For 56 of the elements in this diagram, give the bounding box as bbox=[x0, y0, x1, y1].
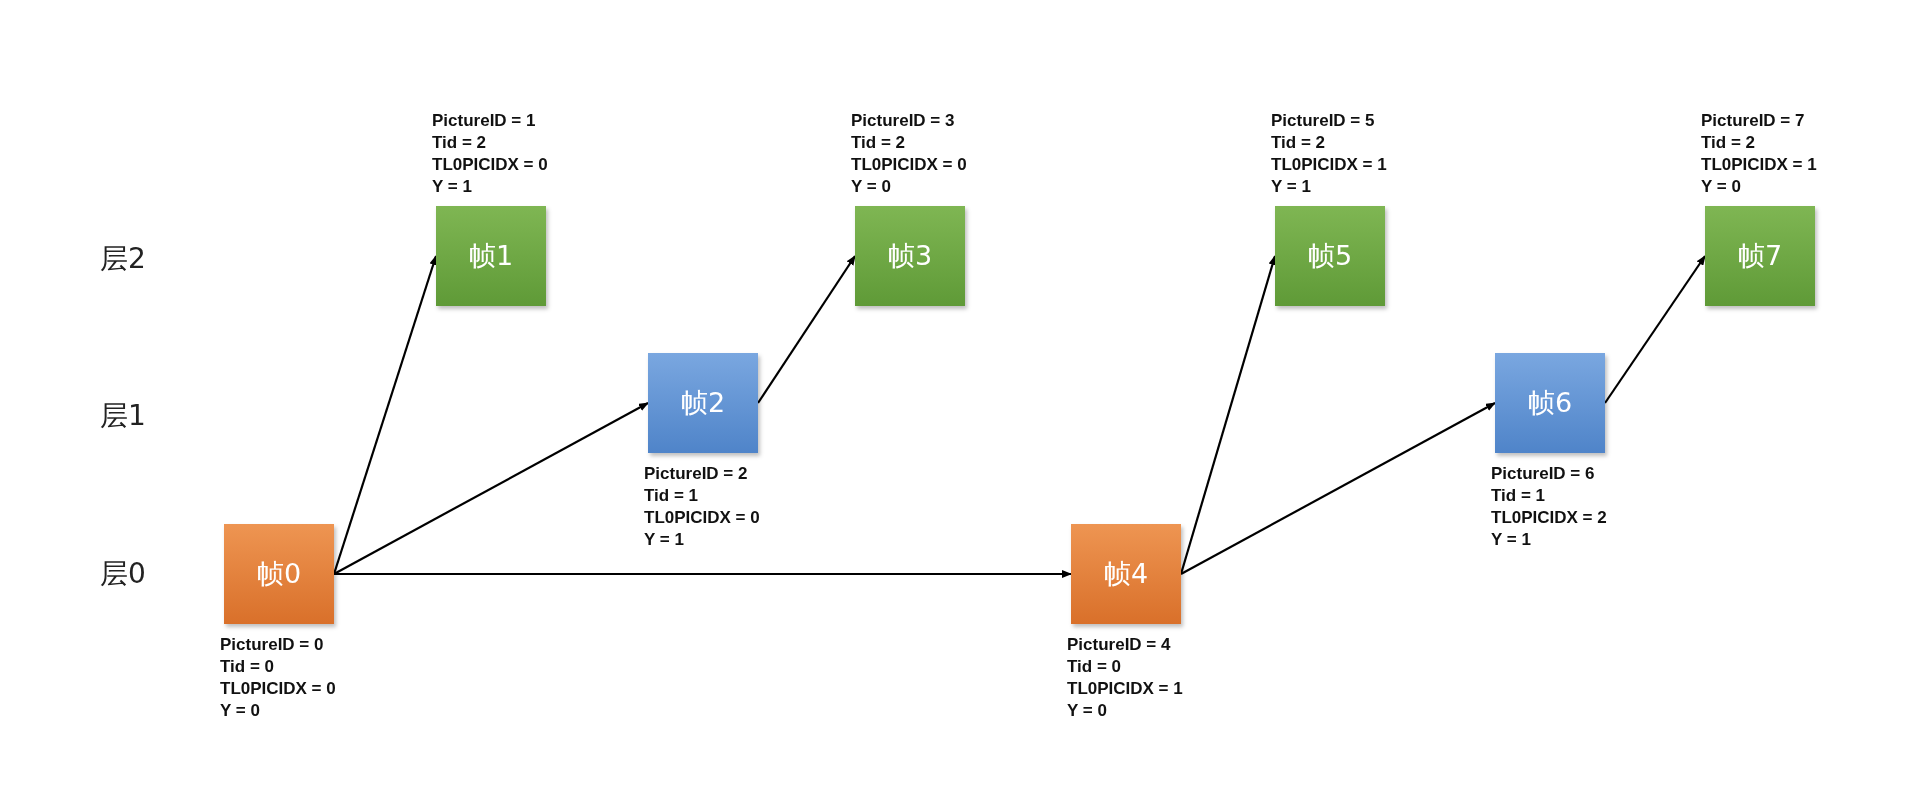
frame-info: Tid = 0 bbox=[220, 656, 274, 678]
frame-info: Tid = 2 bbox=[1271, 132, 1325, 154]
frame-label: 帧1 bbox=[468, 239, 514, 273]
frame-info: TL0PICIDX = 0 bbox=[644, 507, 760, 529]
frame-info: Y = 1 bbox=[432, 176, 472, 198]
frame-info: TL0PICIDX = 0 bbox=[220, 678, 336, 700]
frame-info: Tid = 0 bbox=[1067, 656, 1121, 678]
frame-box bbox=[855, 206, 965, 306]
frame-info: Tid = 1 bbox=[1491, 485, 1545, 507]
frame-box bbox=[224, 524, 334, 624]
arrow bbox=[333, 402, 649, 575]
frame-label: 帧6 bbox=[1527, 386, 1573, 420]
arrow bbox=[757, 255, 856, 404]
frame-info: Tid = 1 bbox=[644, 485, 698, 507]
frame-label: 帧0 bbox=[256, 557, 302, 591]
frame-label: 帧4 bbox=[1103, 557, 1149, 591]
frame-box bbox=[1275, 206, 1385, 306]
frame-info: Tid = 2 bbox=[851, 132, 905, 154]
frame-info: PictureID = 6 bbox=[1491, 463, 1595, 485]
frame-info: PictureID = 2 bbox=[644, 463, 748, 485]
arrow bbox=[1604, 255, 1706, 404]
layer-label: 层1 bbox=[100, 398, 146, 434]
frame-box bbox=[1071, 524, 1181, 624]
frame-info: PictureID = 1 bbox=[432, 110, 536, 132]
frame-box bbox=[1705, 206, 1815, 306]
frame-info: TL0PICIDX = 1 bbox=[1067, 678, 1183, 700]
frame-info: Tid = 2 bbox=[432, 132, 486, 154]
frame-info: Y = 0 bbox=[220, 700, 260, 722]
layer-label: 层0 bbox=[100, 556, 146, 592]
frame-label: 帧5 bbox=[1307, 239, 1353, 273]
frame-info: Y = 1 bbox=[1491, 529, 1531, 551]
frame-info: PictureID = 7 bbox=[1701, 110, 1805, 132]
frame-info: TL0PICIDX = 1 bbox=[1701, 154, 1817, 176]
frame-info: TL0PICIDX = 1 bbox=[1271, 154, 1387, 176]
frame-info: Y = 0 bbox=[851, 176, 891, 198]
frame-info: Y = 0 bbox=[1067, 700, 1107, 722]
frame-info: TL0PICIDX = 0 bbox=[432, 154, 548, 176]
frame-info: Y = 0 bbox=[1701, 176, 1741, 198]
frame-info: Y = 1 bbox=[644, 529, 684, 551]
frame-box bbox=[1495, 353, 1605, 453]
frame-info: PictureID = 0 bbox=[220, 634, 324, 656]
frame-info: TL0PICIDX = 0 bbox=[851, 154, 967, 176]
frame-info: Tid = 2 bbox=[1701, 132, 1755, 154]
frame-box bbox=[648, 353, 758, 453]
frame-info: PictureID = 5 bbox=[1271, 110, 1375, 132]
frame-label: 帧7 bbox=[1737, 239, 1783, 273]
arrow bbox=[1180, 402, 1496, 575]
frame-label: 帧3 bbox=[887, 239, 933, 273]
frame-info: TL0PICIDX = 2 bbox=[1491, 507, 1607, 529]
frame-info: PictureID = 4 bbox=[1067, 634, 1171, 656]
frame-info: PictureID = 3 bbox=[851, 110, 955, 132]
arrow bbox=[334, 570, 1072, 578]
frame-label: 帧2 bbox=[680, 386, 726, 420]
frame-info: Y = 1 bbox=[1271, 176, 1311, 198]
frame-box bbox=[436, 206, 546, 306]
layer-label: 层2 bbox=[100, 241, 146, 277]
